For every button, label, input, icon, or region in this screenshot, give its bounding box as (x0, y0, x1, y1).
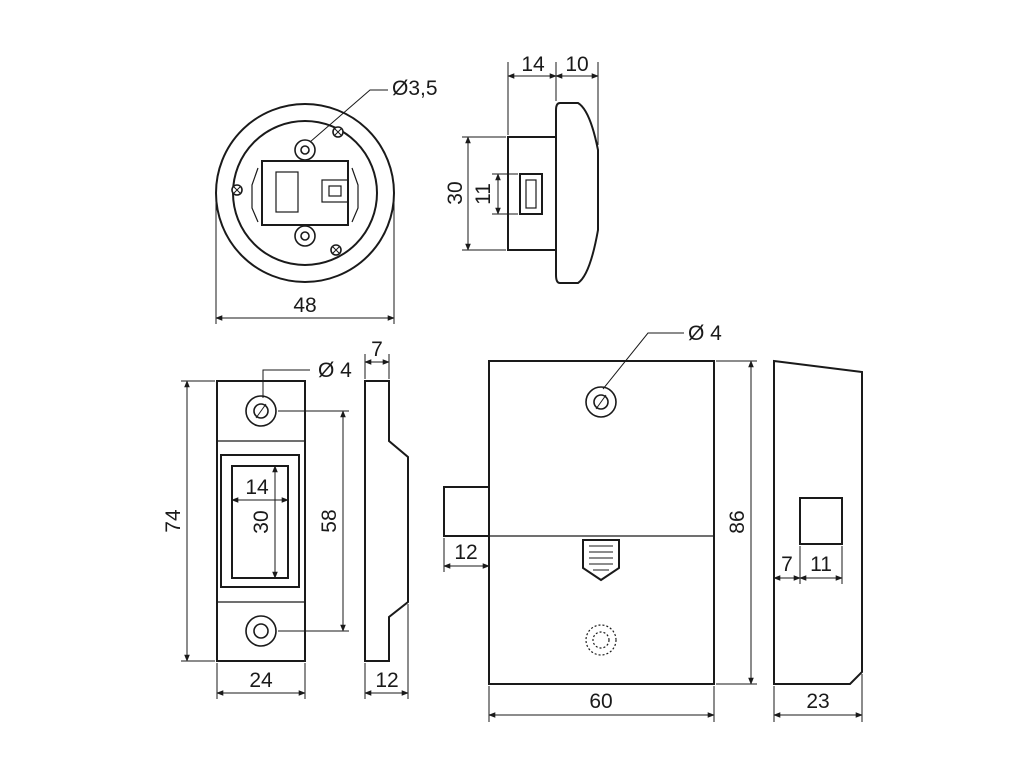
strike-plate-divisions (217, 440, 305, 603)
depth-a-label: 14 (521, 53, 545, 76)
plate-edge-right (351, 167, 359, 223)
body-width-label: 60 (589, 690, 612, 713)
latch-tab-inner (328, 185, 342, 197)
lock-hole-diameter-label: Ø 4 (688, 322, 722, 345)
strike-hole-top-mark (255, 403, 267, 419)
lock-hole-bottom-hidden-inner (592, 631, 610, 649)
width-label: 48 (293, 294, 316, 317)
extension-lines-strike-height (181, 380, 215, 662)
extension-lines-strike-top (364, 354, 390, 379)
mechanism-plate (261, 160, 349, 226)
lock-hole-bottom-hidden (585, 624, 617, 656)
opening-height-label: 30 (250, 510, 273, 533)
leader-hole-diameter (309, 89, 388, 143)
release-button-icon (582, 539, 620, 582)
strike-hole-bottom-inner (253, 623, 269, 639)
side-depth-label: 23 (806, 690, 829, 713)
screw-hole-top-inner (300, 145, 310, 155)
body-height-label: 86 (726, 510, 749, 533)
top-view: Ø3,5 48 (215, 77, 438, 324)
strike-top-label: 7 (371, 338, 383, 361)
strike-plate-side: 7 12 (364, 338, 409, 699)
screw-hole-bottom-inner (300, 231, 310, 241)
height-label: 30 (444, 181, 467, 204)
slot-width-label: 11 (810, 553, 832, 576)
side-view: 14 10 30 11 (444, 53, 599, 284)
slot-height-label: 11 (472, 183, 495, 205)
opening-width-label: 14 (245, 476, 269, 499)
extension-lines-hole-spacing (278, 410, 349, 632)
cross-screw-icon (332, 126, 344, 138)
lock-body-front: Ø 4 12 60 86 (443, 322, 757, 722)
hole-spacing-label: 58 (318, 509, 341, 532)
cross-screw-icon (231, 184, 243, 196)
hole-diameter-label: Ø3,5 (392, 77, 438, 100)
latch-tab (321, 179, 349, 203)
lock-body-side: 7 11 23 (773, 359, 863, 722)
plate-edge-left (251, 167, 259, 223)
leader-strike-hole (262, 369, 310, 398)
leader-lock-hole (602, 332, 684, 390)
bolt-projection-label: 12 (454, 541, 477, 564)
strike-plate-front: Ø 4 74 58 14 30 24 (162, 359, 352, 699)
depth-b-label: 10 (565, 53, 588, 76)
mechanism-window (275, 171, 299, 213)
strike-opening-inner (231, 465, 289, 579)
flange-bevel (577, 102, 599, 151)
latch-bolt (443, 486, 490, 537)
strike-hole-diameter-label: Ø 4 (318, 359, 352, 382)
keyway-inner (525, 179, 537, 209)
cross-screw-icon (330, 244, 342, 256)
extension-lines-width (215, 196, 395, 324)
bolt-slot (799, 497, 843, 545)
strike-bottom-label: 12 (375, 669, 398, 692)
lock-hole-top-mark (595, 394, 607, 410)
strike-height-label: 74 (162, 509, 185, 533)
strike-width-label: 24 (249, 669, 273, 692)
rosette-flange (555, 102, 599, 284)
slot-offset-label: 7 (781, 553, 793, 576)
strike-side-profile (364, 380, 409, 662)
